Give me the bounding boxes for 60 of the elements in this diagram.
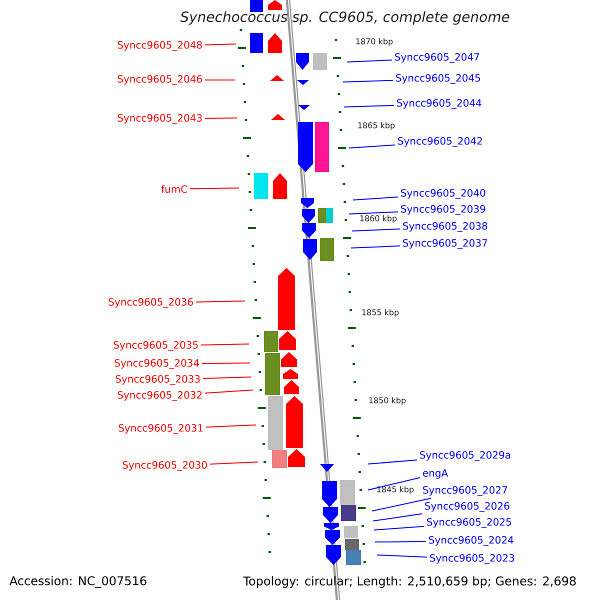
genome-info-text: Topology: circular; Length: 2,510,659 bp; Genes: 2,698 — [243, 576, 576, 588]
gene-label: Syncc9605_2037 — [403, 239, 488, 249]
leader-line — [372, 513, 422, 522]
gene-label: Syncc9605_2040 — [401, 189, 486, 199]
leader-line — [374, 526, 424, 530]
gene-label: Syncc9605_2030 — [122, 461, 207, 471]
leader-line — [190, 188, 240, 190]
gene-label: Syncc9605_2034 — [114, 359, 200, 369]
gene-label: Syncc9605_2029a — [420, 451, 510, 461]
gene-label: Syncc9605_2047 — [395, 53, 480, 63]
gene-label: Syncc9605_2025 — [427, 518, 512, 528]
leader-line — [376, 554, 428, 558]
title: Synechococcus sp. CC9605, complete genome — [180, 11, 510, 25]
gene-label: Syncc9605_2032 — [118, 391, 202, 401]
gene-label: Syncc9605_2024 — [429, 536, 514, 546]
gene-label: Syncc9605_2026 — [425, 502, 510, 512]
leader-line — [342, 80, 394, 82]
gene-label: Syncc9605_2033 — [116, 375, 200, 385]
gene-label: Syncc9605_2038 — [403, 222, 488, 232]
scale-label: 1850 kbp — [367, 396, 408, 406]
scale-label: 1865 kbp — [356, 121, 396, 131]
leader-line — [352, 228, 400, 232]
gene-label: Syncc9605_2027 — [423, 486, 508, 496]
leader-line — [368, 459, 418, 464]
gene-label: Syncc9605_2023 — [430, 554, 514, 564]
leader-line — [348, 211, 398, 214]
scale-label: 1855 kbp — [360, 308, 400, 318]
leader-line — [210, 462, 258, 465]
leader-line — [204, 390, 254, 394]
gene-label: Syncc9605_2031 — [118, 424, 203, 434]
leader-line — [206, 424, 256, 428]
leader-line — [202, 376, 252, 380]
gene-label: fumC — [161, 185, 188, 193]
leader-line — [204, 44, 236, 46]
leader-line — [200, 344, 250, 346]
leader-line — [344, 104, 394, 108]
leader-line — [372, 498, 432, 512]
gene-label: Syncc9605_2048 — [118, 41, 202, 51]
gene-label: Syncc9605_2035 — [114, 341, 198, 351]
leader-line — [348, 144, 396, 148]
leader-line — [352, 196, 398, 200]
gene-label: Syncc9605_2039 — [401, 205, 486, 215]
gene-label: Syncc9605_2042 — [398, 137, 482, 147]
scale-label: 1860 kbp — [358, 214, 398, 224]
gene-label: Syncc9605_2044 — [397, 99, 482, 109]
leader-line — [346, 60, 392, 62]
leader-line — [350, 245, 400, 248]
leader-line — [196, 300, 246, 303]
leader-line — [374, 540, 426, 542]
gene-label: Syncc9605_2043 — [118, 114, 202, 124]
leader-line — [368, 477, 420, 490]
leader-line — [202, 362, 250, 364]
gene-label: engA — [422, 469, 448, 479]
scale-label: 1845 kbp — [375, 485, 416, 495]
scale-label: 1870 kbp — [354, 37, 394, 47]
gene-label: Syncc9605_2046 — [118, 75, 202, 85]
gene-label: Syncc9605_2045 — [396, 74, 480, 84]
leader-line — [204, 118, 238, 119]
accession-text: Accession: NC_007516 — [10, 576, 146, 588]
gene-label: Syncc9605_2036 — [108, 298, 193, 308]
